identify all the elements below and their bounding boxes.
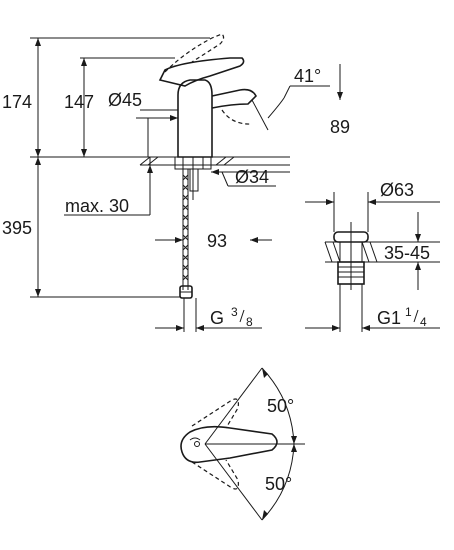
label-spout-angle: 41° xyxy=(294,66,321,86)
waste-fitting xyxy=(324,222,378,332)
dim-overall-height: 174 xyxy=(2,38,41,157)
top-view-body xyxy=(180,425,278,464)
dim-spout-height: 147 xyxy=(64,58,94,157)
label-hose-length: 395 xyxy=(2,218,32,238)
label-hose-thread-den: 8 xyxy=(246,315,253,329)
dim-spout-angle: 41° xyxy=(251,66,330,131)
lever-handle xyxy=(158,57,245,87)
label-hose-thread: G xyxy=(210,308,224,328)
lever-rotation-bottom xyxy=(191,459,239,490)
dim-spout-diameter: Ø45 xyxy=(108,90,178,157)
dim-hose-length: 395 xyxy=(2,157,41,297)
label-spout-height: 147 xyxy=(64,92,94,112)
label-waste-diameter: Ø63 xyxy=(380,180,414,200)
spout xyxy=(211,88,257,109)
label-deck-thickness: max. 30 xyxy=(65,196,129,216)
threaded-rod xyxy=(189,168,199,192)
faucet-side-view xyxy=(30,33,290,332)
label-handle-angle-bottom: 50° xyxy=(265,474,292,494)
label-spout-reach: 89 xyxy=(330,117,350,137)
faucet-top-view xyxy=(180,367,305,521)
dim-waste-thread: G1 1 4 xyxy=(305,305,440,331)
dim-waste-diameter: Ø63 xyxy=(305,180,440,232)
label-hose-offset: 93 xyxy=(207,231,227,251)
label-waste-range: 35-45 xyxy=(384,243,430,263)
label-waste-thread-num: 1 xyxy=(405,305,412,319)
dim-base-diameter: Ø34 xyxy=(211,167,290,187)
dim-deck-thickness: max. 30 xyxy=(64,157,153,216)
lever-raised-outline xyxy=(164,33,225,73)
dim-spout-reach: 89 xyxy=(330,64,350,137)
braided-hose xyxy=(179,169,197,332)
label-spout-diameter: Ø45 xyxy=(108,90,142,110)
dim-waste-range: 35-45 xyxy=(368,212,440,290)
faucet-body xyxy=(177,79,213,158)
dim-hose-thread: G 3 8 xyxy=(155,305,262,331)
label-base-diameter: Ø34 xyxy=(235,167,269,187)
label-hose-thread-num: 3 xyxy=(231,305,238,319)
spout-rotation-arc xyxy=(221,109,253,125)
label-waste-thread-den: 4 xyxy=(420,315,427,329)
label-handle-angle-top: 50° xyxy=(267,396,294,416)
label-overall-height: 174 xyxy=(2,92,32,112)
dim-hose-offset: 93 xyxy=(155,231,272,251)
label-waste-thread: G1 xyxy=(377,308,401,328)
lever-rotation-top xyxy=(191,398,239,429)
